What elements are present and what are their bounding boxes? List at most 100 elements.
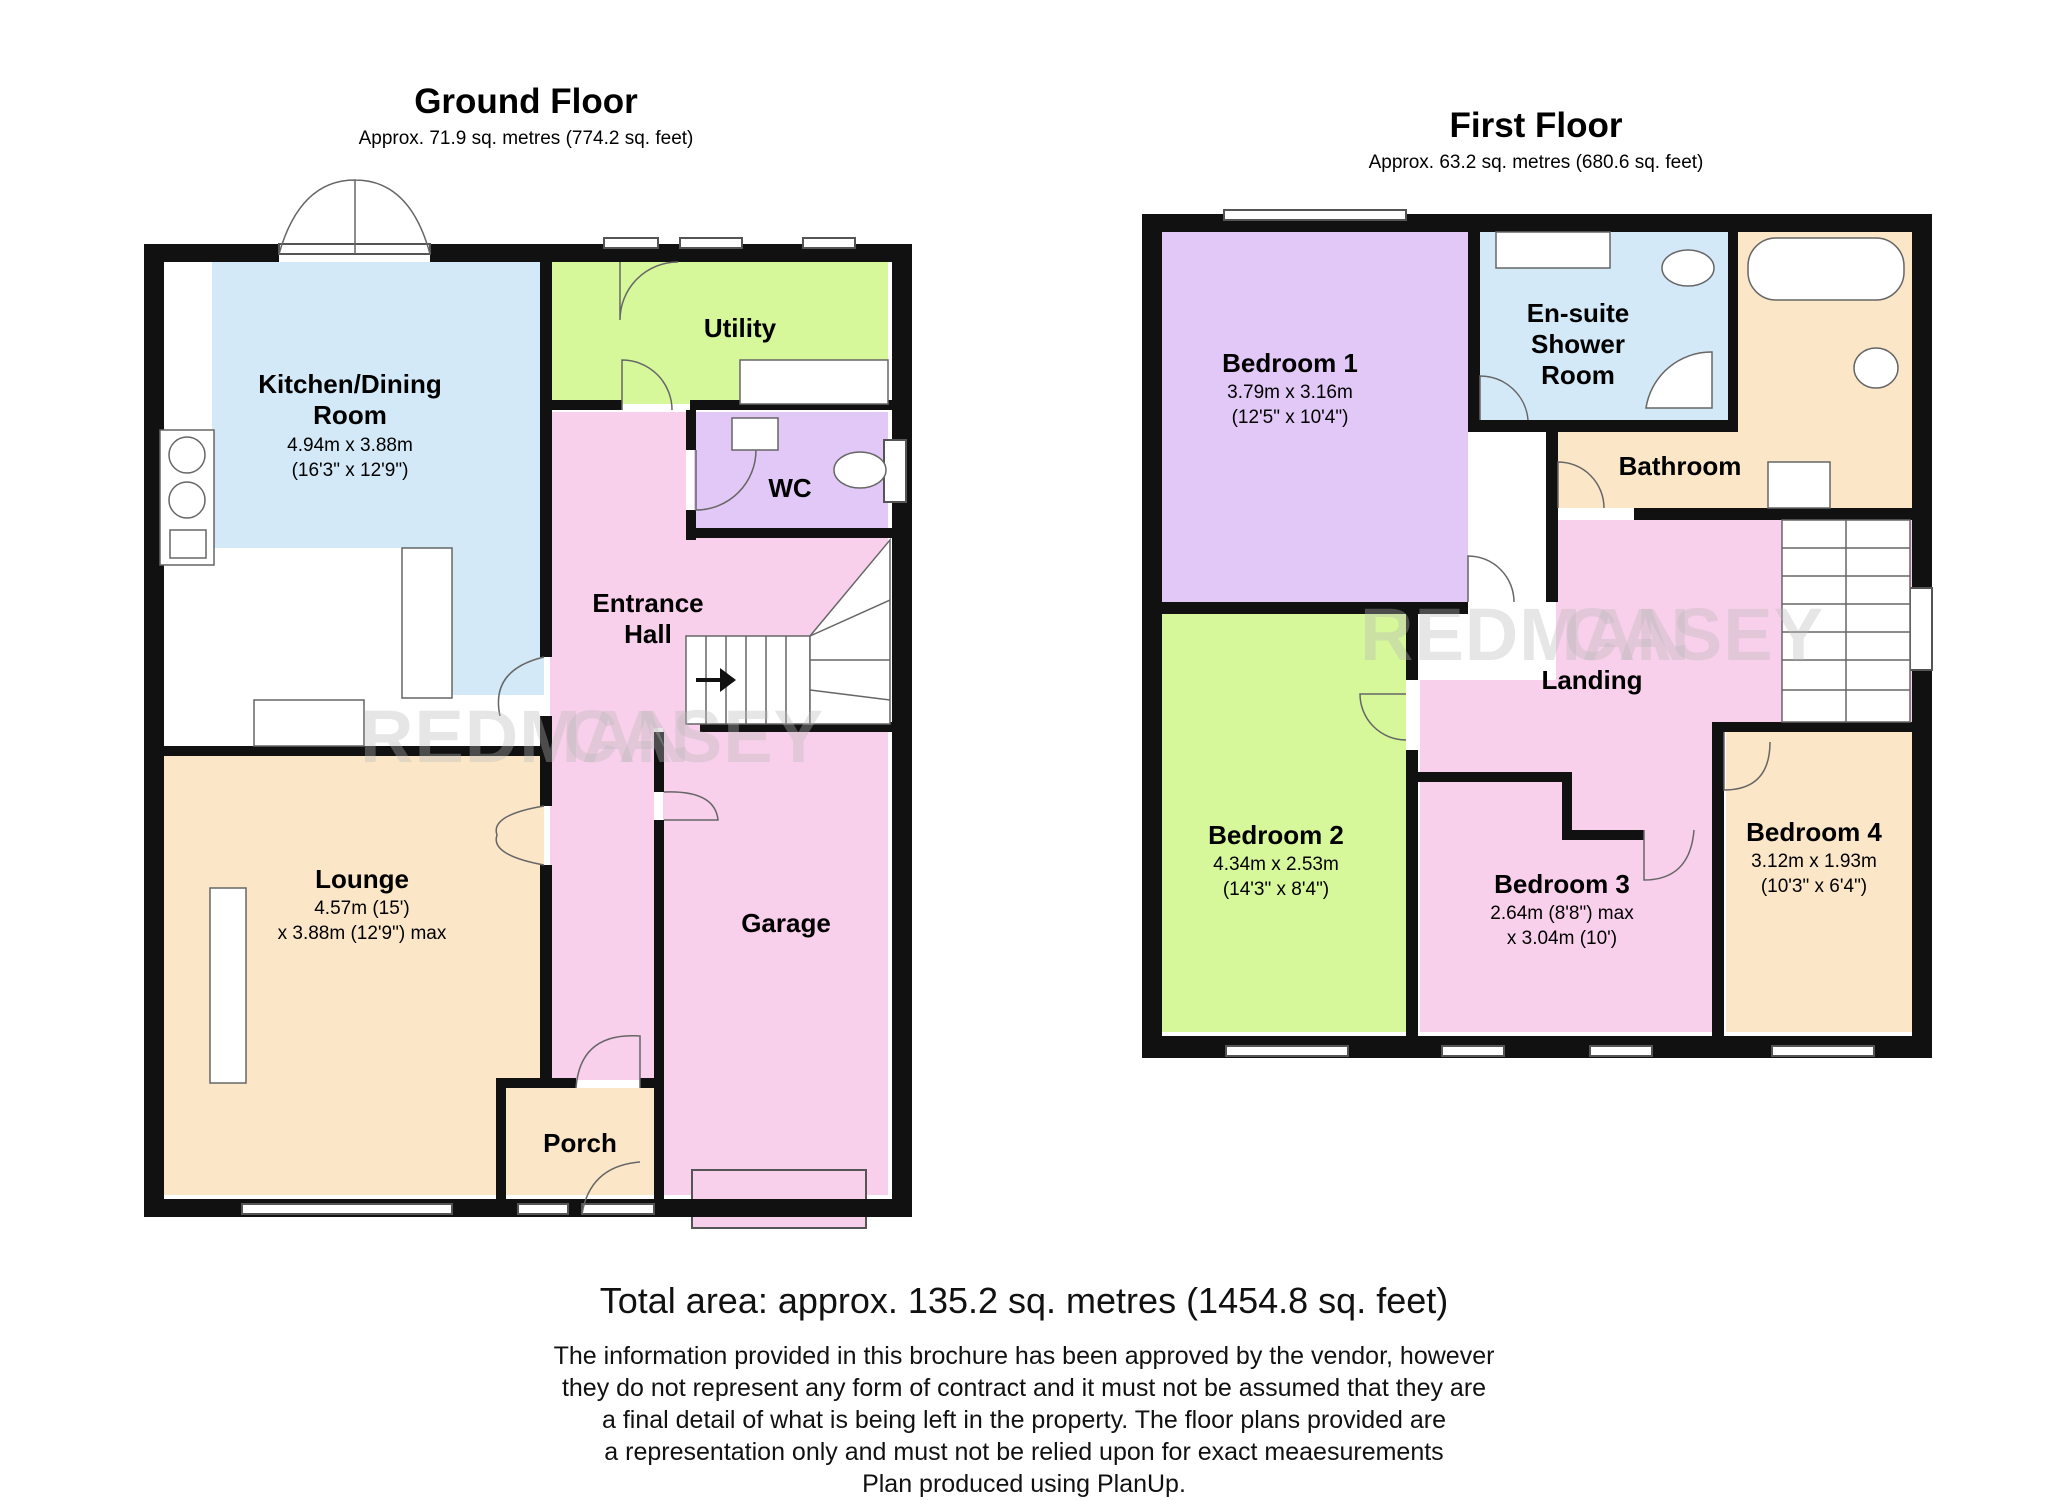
lounge-dimensions: 4.57m (15'): [314, 898, 410, 919]
ensuite-label-line3: Room: [1541, 360, 1615, 390]
utility-sink-icon: [739, 359, 889, 405]
bedroom3-label: Bedroom 3: [1494, 869, 1630, 899]
bath-icon: [1747, 237, 1905, 301]
kitchen-island: [401, 547, 453, 699]
ground-floor-area: Approx. 71.9 sq. metres (774.2 sq. feet): [359, 128, 694, 149]
porch-window: [517, 1203, 569, 1215]
kitchen-door-swing: [497, 656, 545, 717]
ensuite-label-line1: En-suite: [1527, 298, 1630, 328]
bedroom2-window: [1225, 1045, 1349, 1057]
kitchen-label-line1: Kitchen/Dining: [258, 369, 441, 399]
utility-window: [603, 237, 659, 249]
shower-tray-icon: [1645, 351, 1713, 409]
watermark-left: REDMAN: [360, 695, 691, 778]
disclaimer-line: a final detail of what is being left in …: [601, 1406, 1447, 1434]
bathroom-basin-icon: [1767, 461, 1831, 509]
kitchen-dimensions-imperial: (16'3" x 12'9"): [292, 460, 409, 481]
landing-window: [1909, 587, 1933, 671]
bedroom3-door-swing: [1643, 829, 1695, 881]
ground-floor-plan: Ground Floor Approx. 71.9 sq. metres (77…: [144, 82, 912, 1229]
entrance-hall: [550, 412, 888, 1080]
utility-door-swing: [619, 261, 679, 321]
lounge-double-door: [495, 805, 545, 866]
wc-label: WC: [768, 473, 812, 503]
hall-door-swing: [621, 359, 673, 411]
disclaimer-line: they do not represent any form of contra…: [561, 1374, 1487, 1402]
ensuite-door-swing: [1479, 375, 1529, 421]
entrance-hall-label-line1: Entrance: [592, 588, 703, 618]
watermark-left-2: REDMAN: [1360, 593, 1691, 676]
disclaimer-line: The information provided in this brochur…: [553, 1342, 1495, 1370]
bedroom4-door-swing: [1723, 732, 1771, 791]
oven-icon: [169, 529, 207, 559]
bedroom2-door-swing: [1359, 693, 1407, 741]
wc-door-swing: [695, 449, 757, 511]
bedroom1-label: Bedroom 1: [1222, 348, 1358, 378]
bedroom-2: [1162, 612, 1406, 1032]
fireplace: [209, 887, 247, 1084]
first-floor-plan: First Floor Approx. 63.2 sq. metres (680…: [1142, 106, 1933, 1058]
wc-basin-icon: [731, 417, 779, 451]
footer: Total area: approx. 135.2 sq. metres (14…: [0, 1280, 2048, 1500]
utility-window-2: [679, 237, 743, 249]
bedroom3-window: [1441, 1045, 1505, 1057]
lounge-window: [241, 1203, 453, 1215]
bathroom-label: Bathroom: [1619, 451, 1742, 481]
utility-window-3: [802, 237, 856, 249]
bedroom4-window: [1771, 1045, 1875, 1057]
hob-ring-icon: [168, 481, 206, 519]
bedroom1-dimensions: 3.79m x 3.16m: [1227, 382, 1353, 403]
bedroom3-dimensions: 2.64m (8'8") max: [1490, 903, 1634, 924]
bedroom2-dimensions: 4.34m x 2.53m: [1213, 854, 1339, 875]
bedroom2-label: Bedroom 2: [1208, 820, 1344, 850]
lounge-label: Lounge: [315, 864, 409, 894]
bedroom2-dimensions-imperial: (14'3" x 8'4"): [1223, 879, 1329, 900]
porch-door-frame: [581, 1203, 655, 1215]
bedroom-3: [1420, 780, 1712, 1032]
bedroom4-dimensions-imperial: (10'3" x 6'4"): [1761, 876, 1867, 897]
front-door-swing: [581, 1161, 641, 1215]
double-basin-icon: [1495, 231, 1611, 269]
landing-label: Landing: [1541, 665, 1642, 695]
floor-plan-drawing: Ground Floor Approx. 71.9 sq. metres (77…: [144, 82, 1933, 1229]
toilet-icon: [833, 451, 887, 489]
total-area: Total area: approx. 135.2 sq. metres (14…: [599, 1280, 1449, 1321]
bedroom3-window-2: [1589, 1045, 1653, 1057]
porch-door-swing: [575, 1035, 641, 1089]
kitchen-dimensions: 4.94m x 3.88m: [287, 435, 413, 456]
kitchen-sink-icon: [253, 699, 365, 747]
bathroom-door-swing: [1557, 461, 1605, 509]
bedroom1-window: [1223, 209, 1407, 221]
porch-label: Porch: [543, 1128, 617, 1158]
hob-ring-icon: [168, 436, 206, 474]
bathroom-toilet-icon: [1853, 347, 1899, 389]
ensuite-toilet-icon: [1661, 249, 1715, 287]
utility-label: Utility: [704, 313, 777, 343]
disclaimer-line: Plan produced using PlanUp.: [862, 1470, 1186, 1498]
bedroom4-dimensions: 3.12m x 1.93m: [1751, 851, 1877, 872]
bedroom3-dimensions-2: x 3.04m (10'): [1507, 928, 1617, 949]
garage-room: [663, 728, 888, 1195]
garage-label: Garage: [741, 908, 831, 938]
porch-room: [506, 1088, 654, 1195]
lounge-dimensions-2: x 3.88m (12'9") max: [278, 923, 447, 944]
watermark-right: CASEY: [564, 695, 824, 778]
bathroom: [1556, 232, 1912, 508]
first-floor-area: Approx. 63.2 sq. metres (680.6 sq. feet): [1369, 152, 1704, 173]
kitchen-dining-room: [212, 262, 544, 695]
bedroom1-door-swing: [1467, 555, 1515, 603]
wc-window: [883, 439, 907, 503]
disclaimer-line: a representation only and must not be re…: [604, 1438, 1444, 1466]
stairs-up-arrow-icon: [696, 668, 736, 692]
watermark-right-2: CASEY: [1564, 593, 1824, 676]
first-floor-stairs: [1781, 519, 1911, 723]
garage-door-swing: [663, 791, 719, 821]
ensuite-label-line2: Shower: [1531, 329, 1625, 359]
kitchen-label-line2: Room: [313, 400, 387, 430]
bedroom4-label: Bedroom 4: [1746, 817, 1882, 847]
bedroom-1: [1162, 232, 1468, 602]
ground-floor-title: Ground Floor: [414, 82, 638, 121]
french-doors: [278, 179, 431, 255]
bedroom1-dimensions-imperial: (12'5" x 10'4"): [1232, 407, 1349, 428]
entrance-hall-label-line2: Hall: [624, 619, 672, 649]
